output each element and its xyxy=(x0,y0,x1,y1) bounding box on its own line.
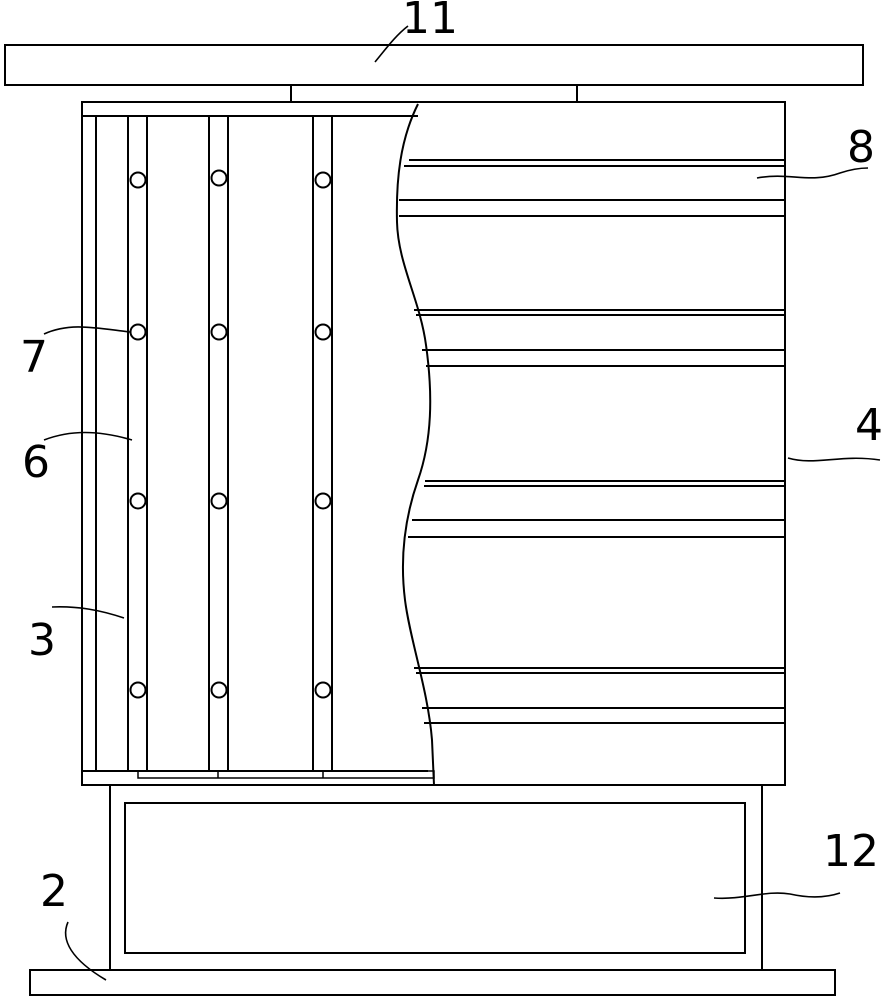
label-4: 4 xyxy=(855,400,883,451)
label-2: 2 xyxy=(40,866,68,917)
base-frame xyxy=(110,785,762,970)
bottom-plate xyxy=(30,970,835,995)
shelves xyxy=(399,160,785,723)
vertical-columns xyxy=(128,116,332,771)
column-holes xyxy=(131,171,331,698)
label-8: 8 xyxy=(847,122,875,173)
leader-lines xyxy=(44,26,880,980)
cabinet-body xyxy=(82,102,785,785)
column-feet xyxy=(138,771,434,778)
base-box xyxy=(125,803,745,953)
label-11: 11 xyxy=(402,0,458,44)
label-12: 12 xyxy=(823,826,879,877)
break-line xyxy=(397,104,434,785)
label-7: 7 xyxy=(20,332,48,383)
label-3: 3 xyxy=(28,615,56,666)
top-plate xyxy=(5,45,863,85)
label-6: 6 xyxy=(22,437,50,488)
